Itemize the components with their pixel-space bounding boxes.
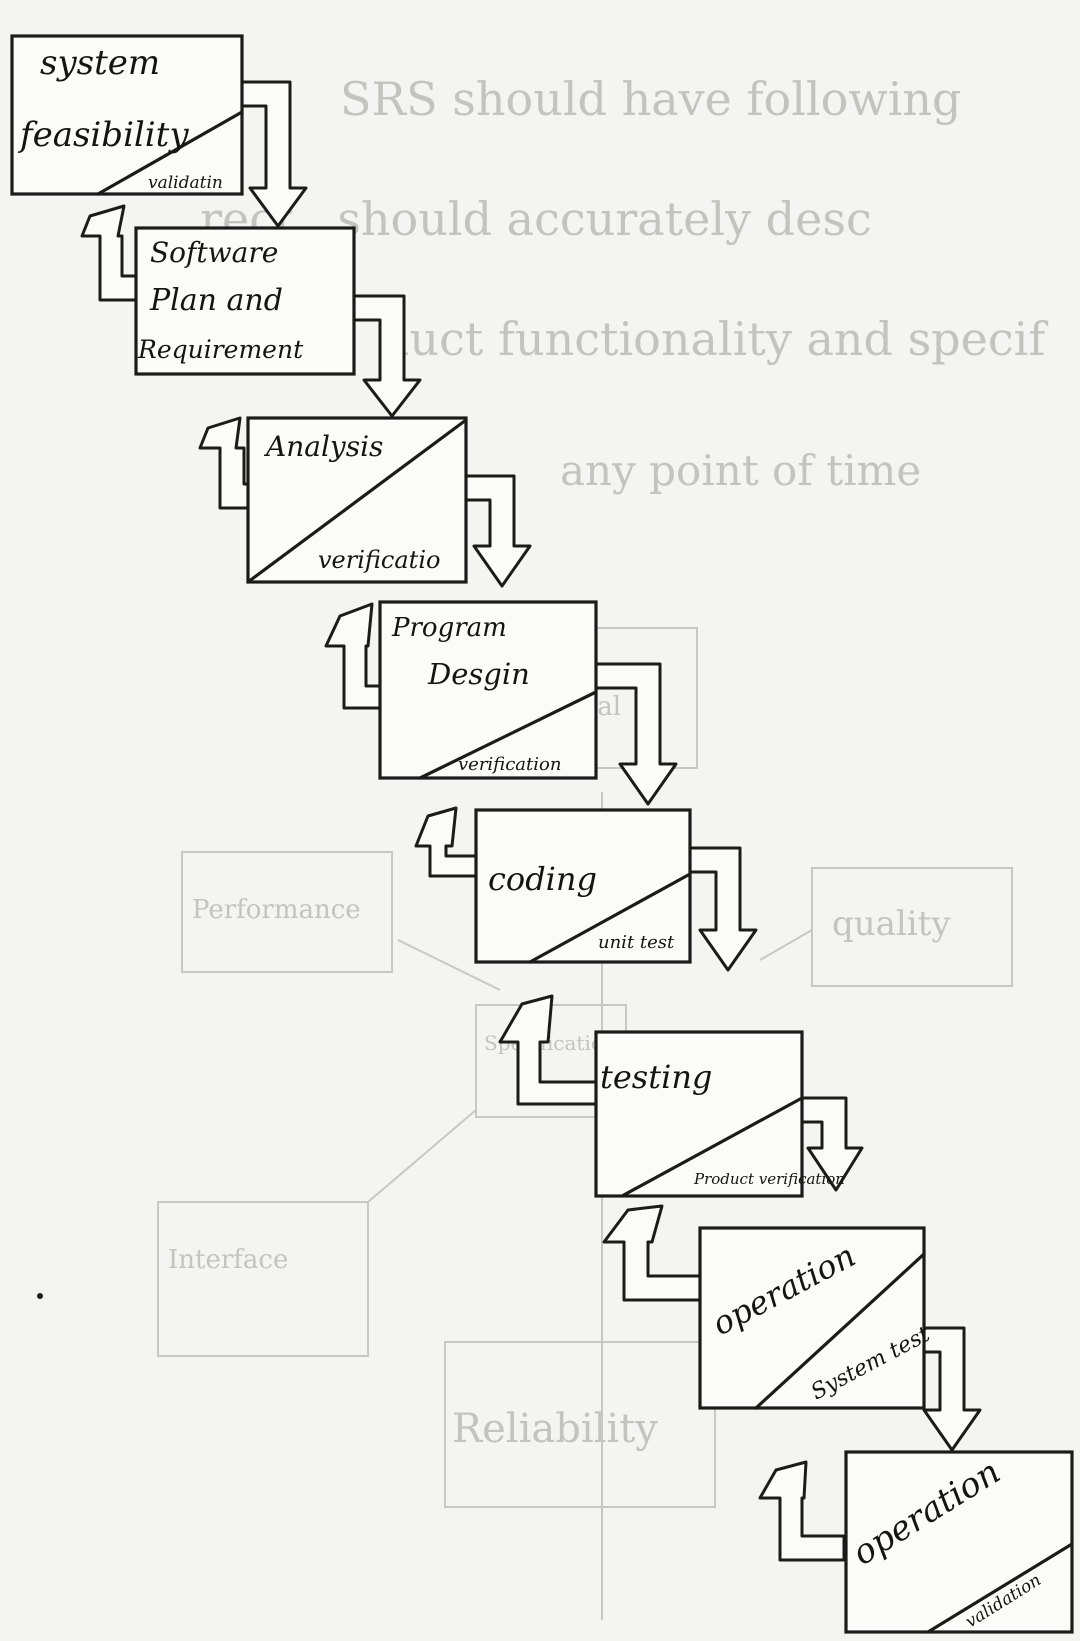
forward-arrow-4	[594, 662, 678, 806]
phase-check-label: unit test	[598, 932, 675, 953]
bleed-box-performance	[181, 851, 393, 973]
bleed-label-reliability: Reliability	[452, 1406, 658, 1452]
bleed-label-performance: Performance	[192, 895, 361, 925]
phase-box	[134, 226, 356, 376]
bleed-line	[759, 929, 813, 961]
bleed-line-4: any point of time	[560, 446, 921, 495]
bleed-label-quality: quality	[832, 904, 951, 944]
phase-box	[10, 34, 244, 196]
forward-arrows	[238, 80, 982, 1452]
feedback-arrow-5	[498, 994, 598, 1106]
phase-operation-validation: operation validation	[844, 1450, 1074, 1634]
feedback-arrows	[80, 204, 846, 1562]
phase-software-plan-requirement: Software Plan and Requirement	[134, 226, 356, 376]
phase-coding: coding unit test	[474, 808, 692, 964]
bleed-line-1: SRS should have following	[340, 72, 962, 126]
phase-diagonal	[246, 418, 468, 584]
phase-box	[378, 600, 598, 780]
phase-analysis: Analysis verificatio	[246, 416, 468, 584]
bleed-box-interface	[157, 1201, 369, 1357]
feedback-arrow-2	[198, 416, 250, 510]
bleed-through-text: SRS should have following rect . should …	[200, 72, 1048, 495]
bleed-line	[397, 939, 501, 991]
phase-program-design: Program Desgin verification	[378, 600, 598, 780]
bleed-line-3: duct functionality and specif	[380, 312, 1048, 366]
phase-title-line-1: Software	[150, 236, 278, 269]
phase-check-label: Product verification	[693, 1170, 845, 1188]
bleed-label-interface: Interface	[168, 1245, 288, 1275]
bleed-box-reliability	[444, 1341, 716, 1508]
bleed-box-quality	[811, 867, 1013, 987]
phase-box	[474, 808, 692, 964]
forward-arrow-6	[794, 1096, 864, 1192]
phase-diagonal	[754, 1252, 926, 1410]
phase-system-feasibility: system feasibility validatin	[10, 34, 244, 196]
phase-diagonal	[926, 1542, 1074, 1634]
feedback-arrow-6	[602, 1204, 702, 1302]
phase-check-label: validatin	[148, 173, 223, 193]
phase-title-line-1: system	[40, 43, 160, 83]
feedback-arrow-4	[414, 806, 478, 878]
phase-box	[594, 1030, 804, 1198]
phase-title-line-1: testing	[600, 1058, 712, 1096]
phase-operation-system-test: operation System test	[698, 1226, 934, 1410]
forward-arrow-1	[238, 80, 308, 228]
phase-title-line-3: Requirement	[137, 335, 304, 364]
forward-arrow-3	[464, 474, 532, 588]
forward-arrow-2	[352, 294, 422, 418]
phase-title-line-2: Plan and	[149, 283, 283, 318]
phase-title-line-2: Desgin	[427, 657, 530, 691]
bleed-line	[367, 1109, 477, 1203]
phase-title-line-2: feasibility	[17, 115, 189, 155]
phase-diagonal	[620, 1096, 804, 1198]
phase-check-label: verificatio	[318, 546, 440, 574]
phase-testing: testing Product verification	[594, 1030, 845, 1198]
feedback-arrow-3	[324, 602, 382, 710]
phase-check-label: verification	[458, 754, 561, 775]
phase-title-line-1: Analysis	[263, 430, 383, 463]
feedback-arrow-1	[80, 204, 138, 302]
phase-diagonal	[528, 872, 692, 964]
phase-box	[698, 1226, 926, 1410]
phase-box	[844, 1450, 1074, 1634]
ink-dot	[37, 1293, 43, 1299]
phase-diagonal	[418, 690, 598, 780]
phase-diagonal	[96, 110, 244, 196]
phase-title-line-1: coding	[488, 860, 597, 898]
forward-arrow-5	[686, 846, 758, 972]
forward-arrow-7	[922, 1326, 982, 1452]
phase-title-line-1: Program	[391, 613, 507, 643]
feedback-arrow-7	[758, 1460, 846, 1562]
